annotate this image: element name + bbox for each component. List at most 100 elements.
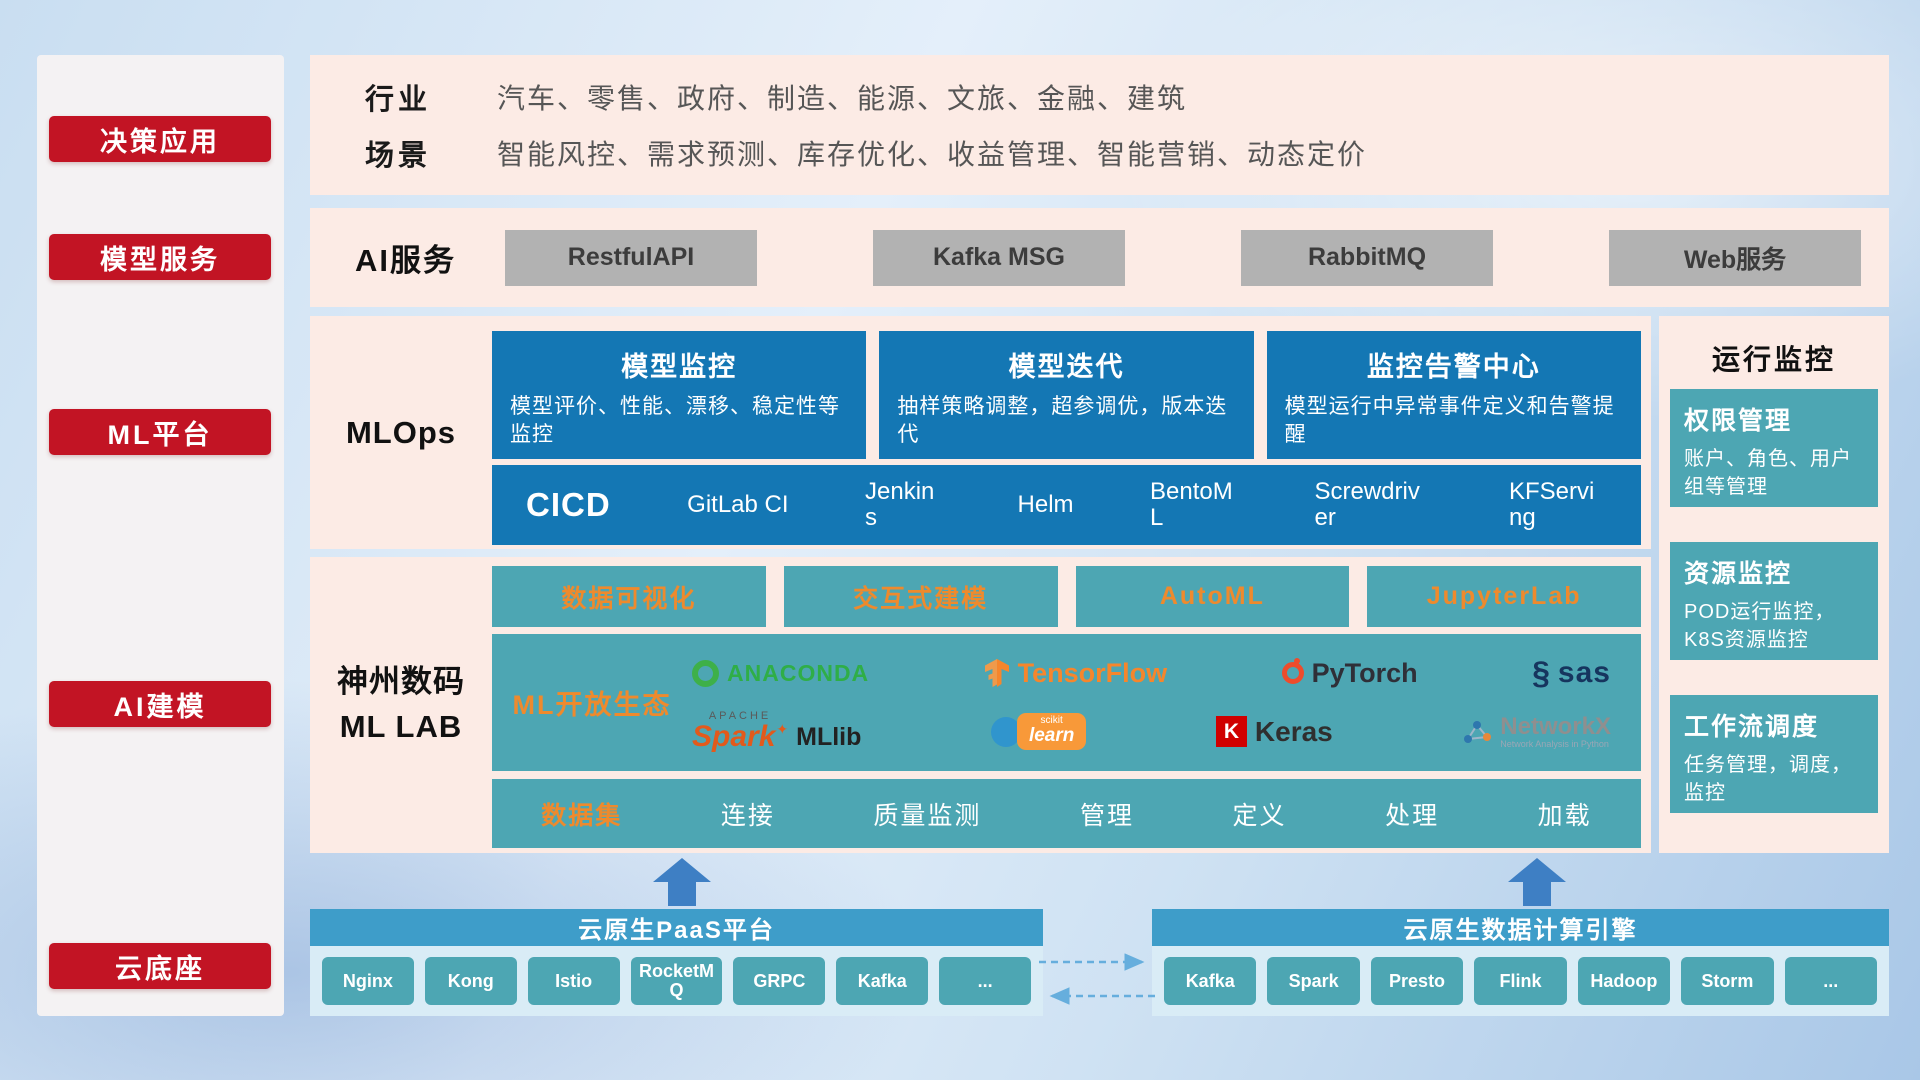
scene-row: 场景 智能风控、需求预测、库存优化、收益管理、智能营销、动态定价 bbox=[310, 132, 1889, 174]
dataset-bar: 数据集 连接 质量监测 管理 定义 处理 加载 bbox=[492, 779, 1641, 848]
engine-chip-more[interactable]: ... bbox=[1784, 957, 1877, 1005]
card-desc: 模型评价、性能、漂移、稳定性等监控 bbox=[510, 395, 840, 447]
tensorflow-icon bbox=[984, 659, 1009, 688]
scikit-learn-badge: scikit learn bbox=[1016, 713, 1087, 751]
paas-chip-istio[interactable]: Istio bbox=[527, 957, 620, 1005]
dataset-item-process: 处理 bbox=[1385, 801, 1440, 830]
card-title: 资源监控 bbox=[1684, 560, 1793, 588]
card-desc: 抽样策略调整，超参调优，版本迭代 bbox=[897, 395, 1228, 447]
cicd-label: CICD bbox=[526, 486, 611, 523]
left-rail bbox=[37, 55, 284, 1016]
industry-label: 行业 bbox=[365, 83, 432, 116]
eco-logo-row-1: ANACONDA TensorFlow PyTorch § bbox=[692, 644, 1611, 703]
engine-chip-flink[interactable]: Flink bbox=[1474, 957, 1567, 1005]
learn-text: learn bbox=[1028, 725, 1075, 747]
data-engine-bar: 云原生数据计算引擎 bbox=[1152, 909, 1889, 946]
spark-mllib-logo: APACHE Spark ✦ MLlib bbox=[692, 711, 861, 752]
industry-list: 汽车、零售、政府、制造、能源、文旅、金融、建筑 bbox=[497, 82, 1188, 114]
mllab-label-line1: 神州数码 bbox=[337, 664, 465, 700]
mlops-card-model-monitoring: 模型监控 模型评价、性能、漂移、稳定性等监控 bbox=[492, 331, 867, 459]
scikit-learn-icon bbox=[990, 716, 1021, 747]
run-monitor-title: 运行监控 bbox=[1711, 344, 1836, 375]
keras-icon: K bbox=[1215, 716, 1247, 748]
service-kafka-msg-button[interactable]: Kafka MSG bbox=[873, 229, 1125, 286]
mllab-label-line2: ML LAB bbox=[339, 709, 463, 744]
networkx-caption: Network Analysis in Python bbox=[1500, 739, 1609, 749]
dataset-item-define: 定义 bbox=[1232, 801, 1287, 830]
anaconda-icon bbox=[692, 659, 719, 687]
card-title: 模型监控 bbox=[621, 352, 738, 382]
card-desc: 任务管理，调度，监控 bbox=[1684, 754, 1852, 804]
mlops-panel: MLOps 模型监控 模型评价、性能、漂移、稳定性等监控 模型迭代 抽样策略调整… bbox=[310, 316, 1651, 549]
engine-chip-hadoop[interactable]: Hadoop bbox=[1577, 957, 1671, 1005]
industry-row: 行业 汽车、零售、政府、制造、能源、文旅、金融、建筑 bbox=[310, 76, 1889, 118]
dataset-item-load: 加载 bbox=[1537, 801, 1592, 830]
networkx-icon bbox=[1464, 720, 1492, 743]
engine-chip-spark[interactable]: Spark bbox=[1267, 957, 1360, 1005]
mlops-label: MLOps bbox=[345, 414, 457, 450]
module-data-visualization[interactable]: 数据可视化 bbox=[492, 566, 766, 627]
spark-text: Spark bbox=[692, 720, 776, 754]
paas-platform-title: 云原生PaaS平台 bbox=[578, 917, 775, 944]
spark-star-icon: ✦ bbox=[776, 721, 789, 738]
sidebar-item-ai-modeling[interactable]: AI建模 bbox=[49, 681, 271, 727]
sidebar-item-cloud-base[interactable]: 云底座 bbox=[49, 943, 271, 989]
networkx-text: NetworkX bbox=[1500, 712, 1611, 740]
networkx-logo: NetworkX Network Analysis in Python bbox=[1462, 712, 1611, 750]
engine-chip-presto[interactable]: Presto bbox=[1370, 957, 1464, 1005]
engine-chip-kafka[interactable]: Kafka bbox=[1164, 957, 1257, 1005]
ai-service-panel: AI服务 RestfulAPI Kafka MSG RabbitMQ Web服务 bbox=[310, 208, 1889, 307]
sidebar-item-ml-platform[interactable]: ML平台 bbox=[49, 409, 271, 455]
monitor-card-permission: 权限管理 账户、角色、用户组等管理 bbox=[1670, 389, 1878, 507]
mllab-panel: 神州数码 ML LAB 数据可视化 交互式建模 AutoML JupyterLa… bbox=[310, 557, 1651, 853]
cicd-tool-screwdriver: Screwdriver bbox=[1314, 477, 1420, 531]
eco-logo-row-2: APACHE Spark ✦ MLlib scikit learn bbox=[692, 703, 1611, 762]
pytorch-logo: PyTorch bbox=[1281, 657, 1418, 689]
service-restfulapi-button[interactable]: RestfulAPI bbox=[505, 229, 757, 286]
spark-wordmark: APACHE Spark ✦ bbox=[692, 711, 788, 752]
anaconda-logo: ANACONDA bbox=[692, 659, 869, 687]
cicd-tool-gitlab-ci: GitLab CI bbox=[687, 490, 789, 518]
scikit-learn-logo: scikit learn bbox=[990, 713, 1087, 751]
mlops-card-alert-center: 监控告警中心 模型运行中异常事件定义和告警提醒 bbox=[1266, 331, 1641, 459]
sidebar-item-decision-apps[interactable]: 决策应用 bbox=[49, 116, 271, 162]
dataset-item-manage: 管理 bbox=[1079, 801, 1134, 830]
card-title: 工作流调度 bbox=[1684, 713, 1820, 741]
sas-logo: § sas bbox=[1532, 656, 1611, 690]
sidebar-item-model-service[interactable]: 模型服务 bbox=[49, 234, 271, 280]
dataset-item-connect: 连接 bbox=[720, 801, 775, 830]
up-arrow-icon bbox=[653, 858, 711, 906]
paas-chip-nginx[interactable]: Nginx bbox=[322, 957, 414, 1005]
cicd-tool-helm: Helm bbox=[1017, 490, 1074, 518]
paas-chip-more[interactable]: ... bbox=[939, 957, 1032, 1005]
ai-service-label: AI服务 bbox=[355, 243, 456, 278]
module-interactive-modeling[interactable]: 交互式建模 bbox=[783, 566, 1058, 627]
card-title: 权限管理 bbox=[1684, 407, 1793, 435]
cicd-tool-bentoml: BentoML bbox=[1150, 477, 1233, 531]
card-desc: 模型运行中异常事件定义和告警提醒 bbox=[1284, 395, 1615, 447]
cicd-bar: CICD GitLab CI Jenkins Helm BentoML Scre… bbox=[492, 465, 1641, 545]
scene-list: 智能风控、需求预测、库存优化、收益管理、智能营销、动态定价 bbox=[497, 139, 1368, 171]
paas-chip-kong[interactable]: Kong bbox=[424, 957, 517, 1005]
keras-logo: K Keras bbox=[1215, 715, 1333, 748]
paas-chip-kafka[interactable]: Kafka bbox=[836, 957, 929, 1005]
service-web-button[interactable]: Web服务 bbox=[1609, 229, 1861, 286]
monitor-card-workflow: 工作流调度 任务管理，调度，监控 bbox=[1670, 695, 1878, 813]
card-desc: 账户、角色、用户组等管理 bbox=[1684, 448, 1852, 498]
module-automl[interactable]: AutoML bbox=[1075, 566, 1350, 627]
paas-chip-rocketmq[interactable]: RocketMQ bbox=[630, 957, 723, 1005]
mllab-modules: 数据可视化 交互式建模 AutoML JupyterLab bbox=[492, 566, 1641, 627]
data-flow-dashed-arrows bbox=[1039, 953, 1155, 1005]
module-jupyterlab[interactable]: JupyterLab bbox=[1367, 566, 1641, 627]
card-desc: POD运行监控，K8S资源监控 bbox=[1684, 601, 1836, 651]
engine-chip-storm[interactable]: Storm bbox=[1681, 957, 1774, 1005]
pytorch-text: PyTorch bbox=[1311, 657, 1418, 688]
paas-chip-grpc[interactable]: GRPC bbox=[733, 957, 826, 1005]
service-rabbitmq-button[interactable]: RabbitMQ bbox=[1241, 229, 1493, 286]
paas-platform-strip: Nginx Kong Istio RocketMQ GRPC Kafka ... bbox=[310, 946, 1043, 1016]
sas-text: sas bbox=[1557, 656, 1611, 690]
tensorflow-text: TensorFlow bbox=[1017, 657, 1168, 688]
up-arrow-icon bbox=[1508, 858, 1566, 906]
keras-text: Keras bbox=[1254, 715, 1333, 747]
